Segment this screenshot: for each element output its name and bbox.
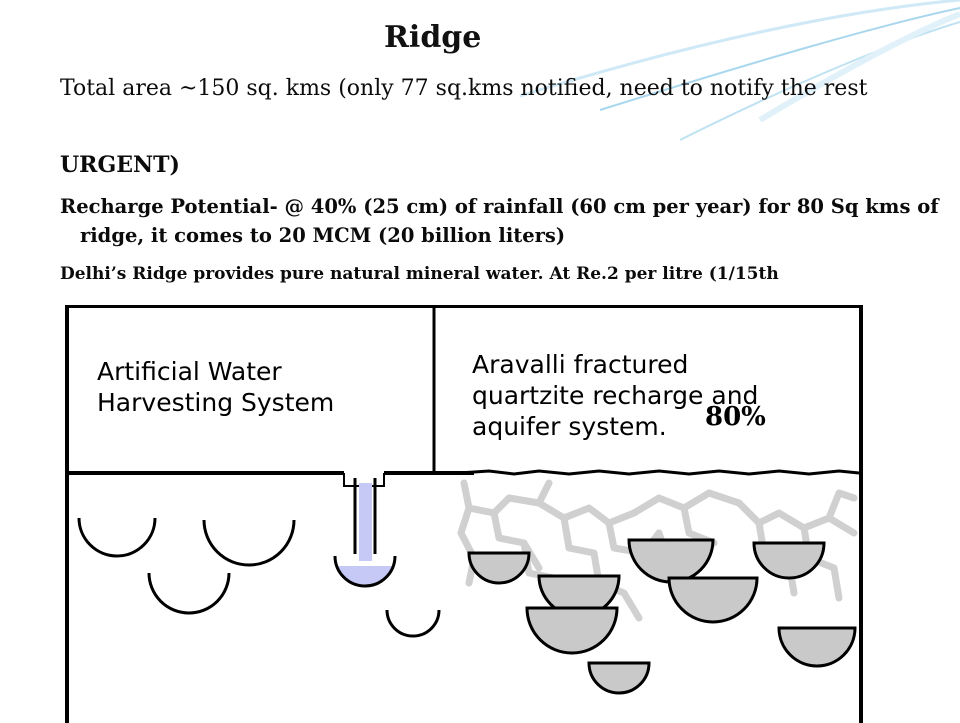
left-caption-line-1: Artificial Water xyxy=(97,357,282,386)
percent-label: 80% xyxy=(705,402,766,432)
right-caption: Aravalli fractured quartzite recharge an… xyxy=(472,349,758,442)
diagram-drawing xyxy=(69,308,859,695)
left-caption-line-2: Harvesting System xyxy=(97,388,335,417)
mineral-water-text: Delhi’s Ridge provides pure natural mine… xyxy=(60,264,779,284)
area-text: Total area ~150 sq. kms (only 77 sq.kms … xyxy=(60,76,868,101)
right-caption-line-1: Aravalli fractured xyxy=(472,350,689,379)
left-caption: Artificial Water Harvesting System xyxy=(97,356,334,418)
slide-title: Ridge xyxy=(384,20,482,55)
urgent-text: URGENT) xyxy=(60,152,180,178)
recharge-diagram: Artificial Water Harvesting System Arava… xyxy=(65,305,863,723)
right-caption-line-3: aquifer system. xyxy=(472,412,667,441)
recharge-text: Recharge Potential- @ 40% (25 cm) of rai… xyxy=(60,195,939,247)
right-caption-line-2: quartzite recharge and xyxy=(472,381,759,410)
